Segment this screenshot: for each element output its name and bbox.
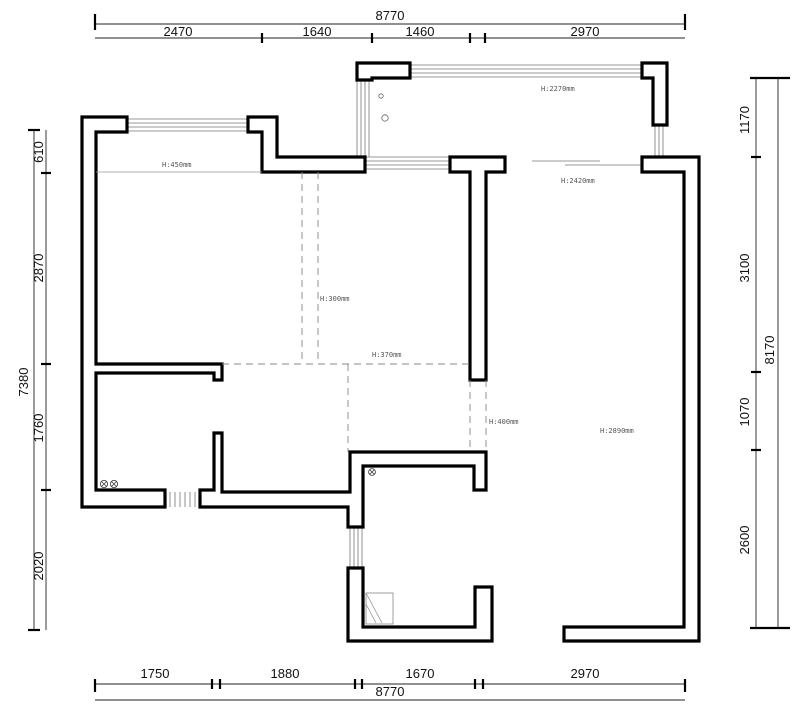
- windows-group: [127, 64, 664, 568]
- left-segment-3: 1760: [31, 414, 46, 443]
- walls-group: [80, 61, 701, 643]
- top-segment-4: 2970: [571, 24, 600, 39]
- bottom-dimension-group: 1750 1880 1670 2970 8770: [93, 666, 687, 701]
- bottom-segment-2: 1880: [271, 666, 300, 681]
- left-segment-1: 610: [31, 141, 46, 163]
- bedroom-top-right-wall: [246, 115, 367, 174]
- top-segment-2: 1640: [303, 24, 332, 39]
- left-total-dimension: 7380: [16, 368, 31, 397]
- bottom-total-dimension: 8770: [376, 684, 405, 699]
- living-window-height-label: H:2420mm: [561, 177, 595, 185]
- bottom-segment-4: 2970: [571, 666, 600, 681]
- bottom-segment-3: 1670: [406, 666, 435, 681]
- fixtures-group: [100, 93, 394, 625]
- bottom-segment-1: 1750: [141, 666, 170, 681]
- right-segment-1: 1170: [737, 106, 752, 134]
- small-bedroom-window: [164, 492, 201, 507]
- corridor-beam-height-label: H:400mm: [489, 418, 519, 426]
- balcony-right-window: [654, 125, 664, 157]
- floor-drain-icon: [381, 114, 389, 122]
- left-segment-4: 2020: [31, 552, 46, 581]
- bathroom-window: [349, 527, 363, 568]
- bedroom-window-height-label: H:450mm: [162, 161, 192, 169]
- water-meter-icon: [100, 479, 119, 488]
- bedroom-top-left-wall: [80, 115, 224, 509]
- inner-corridor-wall: [198, 431, 488, 529]
- right-segment-2: 3100: [737, 254, 752, 283]
- balcony-window: [410, 64, 643, 78]
- height-labels-group: H:2270mm H:450mm H:2420mm H:300mm H:370m…: [162, 85, 634, 435]
- bathroom-meter-icon: [368, 468, 376, 476]
- right-segment-4: 2600: [737, 526, 752, 555]
- left-segment-2: 2870: [31, 254, 46, 283]
- bedroom-window: [127, 118, 248, 132]
- balcony-height-label: H:2270mm: [541, 85, 575, 93]
- living-right-wall: [562, 155, 701, 643]
- right-dimension-group: 1170 3100 1070 2600 8170: [737, 76, 790, 630]
- balcony-right-wall: [640, 61, 669, 127]
- top-segment-1: 2470: [164, 24, 193, 39]
- bathroom-wall: [346, 566, 494, 643]
- balcony-left-wall: [355, 61, 412, 82]
- top-segment-3: 1460: [406, 24, 435, 39]
- bedroom-beam-height-label: H:300mm: [320, 295, 350, 303]
- living-room-height-label: H:2890mm: [600, 427, 634, 435]
- center-pillar-wall: [448, 155, 507, 382]
- middle-window: [365, 156, 450, 170]
- toilet-fixture-icon: [365, 592, 394, 625]
- balcony-side-window: [356, 78, 370, 157]
- top-total-dimension: 8770: [376, 8, 405, 23]
- center-beam-height-label: H:370mm: [372, 351, 402, 359]
- beam-lines-group: [96, 171, 487, 452]
- right-segment-3: 1070: [737, 398, 752, 427]
- right-total-dimension: 8170: [762, 336, 777, 365]
- living-sliding-door: [532, 160, 642, 166]
- drain-icon: [378, 93, 384, 99]
- left-dimension-group: 7380 610 2870 1760 2020: [16, 128, 51, 632]
- top-dimension-group: 8770 2470 1640 1460 2970: [93, 8, 687, 43]
